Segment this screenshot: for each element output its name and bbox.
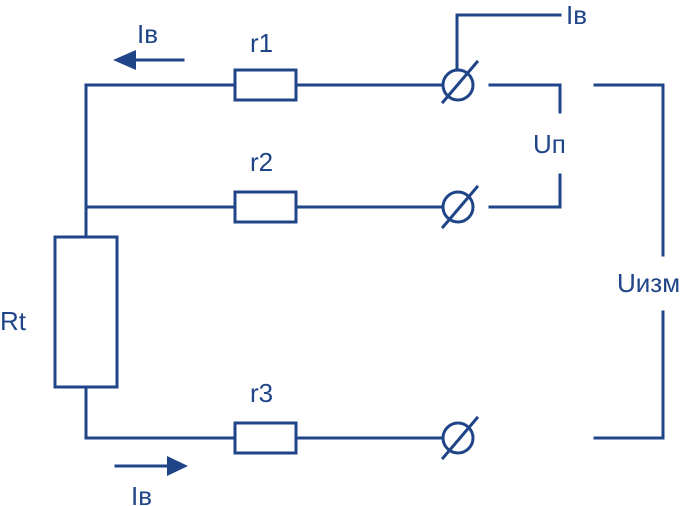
terminal-3 bbox=[440, 415, 480, 461]
u-meas-bracket-bottom bbox=[593, 310, 665, 440]
terminal-1 bbox=[440, 59, 480, 105]
current-label-bottom: Iв bbox=[131, 481, 152, 506]
rt-label: Rt bbox=[0, 306, 27, 336]
u-lead-bracket-top bbox=[488, 83, 562, 114]
r2-resistor bbox=[233, 190, 298, 224]
rt-resistor bbox=[53, 235, 119, 389]
current-arrow-top bbox=[113, 50, 185, 70]
u-lead-label: Uп bbox=[533, 129, 566, 159]
r2-label: r2 bbox=[250, 147, 273, 177]
r3-resistor bbox=[233, 421, 298, 455]
u-meas-label: Uизм bbox=[617, 268, 680, 298]
current-lead-top bbox=[455, 13, 562, 72]
r1-label: r1 bbox=[250, 28, 273, 58]
current-label-top-left: Iв bbox=[137, 19, 158, 49]
current-label-top-right: Iв bbox=[566, 0, 587, 30]
current-arrow-bottom bbox=[114, 456, 188, 476]
terminal-2 bbox=[440, 184, 480, 230]
u-lead-bracket-bottom bbox=[488, 173, 562, 209]
r3-label: r3 bbox=[250, 378, 273, 408]
r1-resistor bbox=[233, 68, 298, 102]
u-meas-bracket-top bbox=[593, 83, 665, 257]
